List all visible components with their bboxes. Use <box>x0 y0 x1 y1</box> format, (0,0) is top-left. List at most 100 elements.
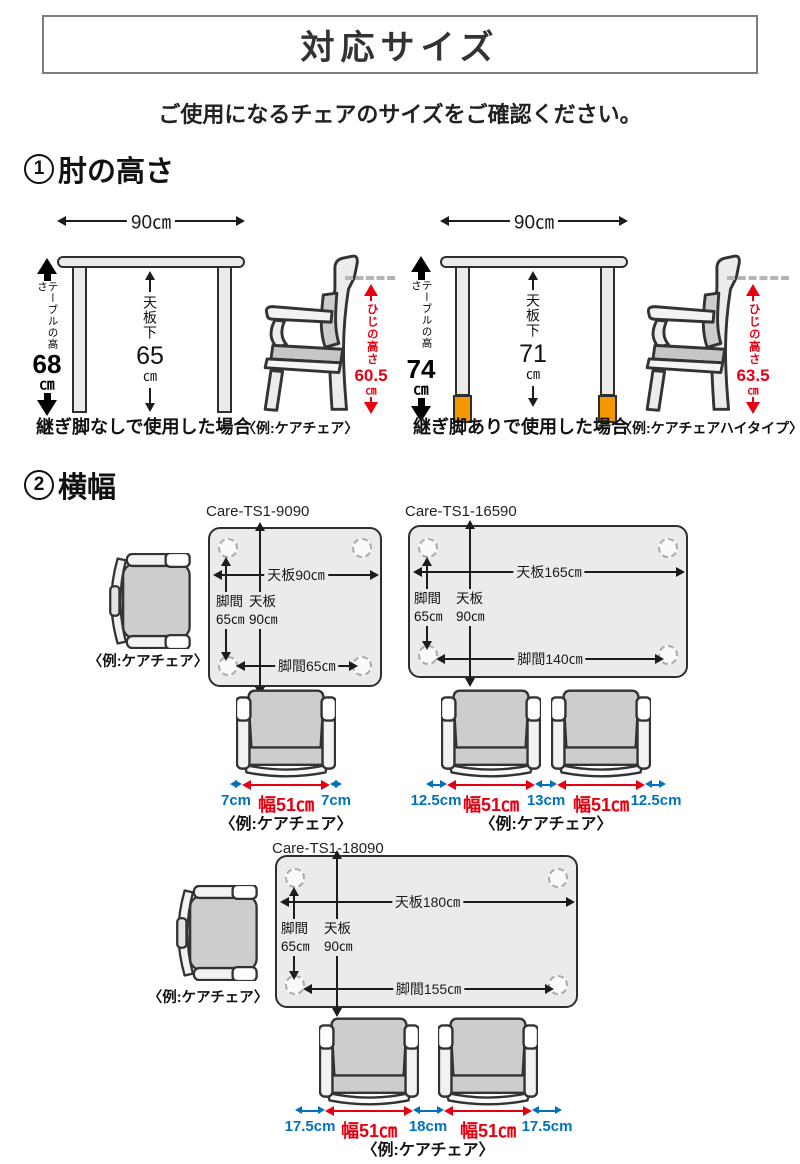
table-height-unit: ㎝ <box>413 380 429 398</box>
chair-width-arrow <box>447 779 535 791</box>
section2-number-badge: 2 <box>24 470 54 500</box>
leg-span-side-label: 脚間 65㎝ <box>279 919 312 957</box>
gap-arrow <box>295 1105 325 1117</box>
table-width-label: 90㎝ <box>126 207 176 235</box>
up-arrow-icon <box>364 284 378 296</box>
leg-span-side-label: 脚間 65㎝ <box>214 592 247 630</box>
gap-measure-label: 12.5cm <box>410 792 462 809</box>
depth-side-label: 天板 90㎝ <box>322 919 355 957</box>
label-line: 65㎝ <box>281 938 310 954</box>
depth-side-label: 天板 90㎝ <box>454 589 487 627</box>
chair-top-illustration <box>109 553 191 649</box>
chair-side-illustration <box>263 254 359 412</box>
model-label: Care-TS1-16590 <box>405 503 517 520</box>
arrow-line <box>751 397 755 402</box>
table-leg <box>217 266 232 413</box>
armrest-level-dashed-line <box>727 276 789 280</box>
elbow-height-value: 60.5 <box>354 366 388 386</box>
elbow-height-value: 63.5 <box>736 366 770 386</box>
label-line: 脚間 <box>216 594 243 609</box>
up-arrow-icon <box>746 284 760 296</box>
section1-title: 肘の高さ <box>58 156 175 188</box>
label-line: 天板 <box>456 591 483 606</box>
table-height-label: テーブルの高さ <box>410 279 433 349</box>
label-line: 脚間 <box>414 591 441 606</box>
arrow-line <box>537 1110 557 1112</box>
table-topview-16590: 天板165㎝ 脚間140㎝ 脚間 65㎝ 天板 90㎝ <box>408 520 688 687</box>
gap-arrow <box>330 779 342 791</box>
under-tabletop-label-group: 天板下 65 ㎝ <box>135 292 165 388</box>
leg-position-circle <box>352 538 372 558</box>
gap-arrow <box>230 779 242 791</box>
arrow-stem <box>417 272 425 280</box>
table-topview-9090: 天板90㎝ 脚間65㎝ 脚間 65㎝ 天板 90㎝ <box>208 522 382 696</box>
table-width-arrow: 90㎝ <box>57 207 245 235</box>
leg-span-label: 脚間155㎝ <box>392 979 465 999</box>
leg-position-circle <box>658 538 678 558</box>
tabletop-width-arrow: 天板180㎝ <box>280 892 575 912</box>
label-line: 65㎝ <box>414 608 443 624</box>
example-caption: 〈例:ケアチェア〉 <box>242 420 359 436</box>
arrow-line <box>562 784 640 786</box>
down-arrow-icon <box>364 402 378 414</box>
page-title: 対応サイズ <box>300 29 500 67</box>
chair-top-illustration <box>176 885 258 981</box>
gap-arrow <box>426 779 447 791</box>
under-tabletop-label: 天板下 <box>142 295 158 340</box>
gap-arrow <box>535 779 557 791</box>
arrow-line <box>452 784 530 786</box>
arrow-stem <box>43 393 51 400</box>
under-tabletop-unit: ㎝ <box>526 366 540 383</box>
section1-heading: 1 肘の高さ <box>24 148 174 190</box>
down-arrow-icon <box>411 405 431 422</box>
table-topview-18090: 天板180㎝ 脚間155㎝ 脚間 65㎝ 天板 90㎝ <box>275 850 578 1017</box>
table-height-indicator: テーブルの高さ 74 ㎝ <box>404 256 438 422</box>
table-height-value: 74 <box>406 353 436 384</box>
example-caption: 〈例:ケアチェアハイタイプ〉 <box>618 420 800 436</box>
label-line: 天板 <box>324 921 351 936</box>
up-arrow-icon <box>411 256 431 272</box>
chair-width-label: 幅51㎝ <box>257 795 315 815</box>
leg-span-bottom-arrow: 脚間155㎝ <box>303 979 554 999</box>
armrest-level-dashed-line <box>345 276 395 280</box>
table-leg <box>600 266 615 396</box>
chair-width-label: 幅51㎝ <box>462 795 520 815</box>
example-caption: 〈例:ケアチェア〉 <box>361 1142 495 1159</box>
gap-measure-label: 17.5cm <box>284 1118 336 1135</box>
tabletop-side-view <box>57 256 245 268</box>
down-arrow-icon <box>746 402 760 414</box>
example-caption: 〈例:ケアチェア〉 <box>147 990 269 1006</box>
tabletop-side-view <box>440 256 628 268</box>
label-line: 90㎝ <box>324 938 353 954</box>
leg-span-label: 脚間140㎝ <box>514 649 586 669</box>
label-line: 65㎝ <box>216 611 245 627</box>
arrow-stem <box>43 274 51 281</box>
arrow-line <box>369 296 373 301</box>
gap-arrow <box>532 1105 562 1117</box>
example-caption: 〈例:ケアチェア〉 <box>87 654 209 670</box>
tabletop-width-label: 天板165㎝ <box>513 562 585 582</box>
arrow-line <box>335 784 337 786</box>
diagram-caption: 継ぎ脚ありで使用した場合 <box>413 417 629 437</box>
under-tabletop-label: 天板下 <box>525 293 541 338</box>
table-leg <box>72 266 87 413</box>
arrow-line <box>449 1110 527 1112</box>
gap-measure-label: 18cm <box>408 1118 448 1135</box>
table-width-arrow: 90㎝ <box>440 207 628 235</box>
gap-measure-label: 7cm <box>220 792 252 809</box>
chair-width-arrow <box>325 1105 413 1117</box>
elbow-height-unit: ㎝ <box>365 385 377 398</box>
table-height-label: テーブルの高さ <box>36 280 59 350</box>
chair-front-illustration <box>441 689 541 778</box>
table-height-unit: ㎝ <box>39 375 55 393</box>
table-width-label: 90㎝ <box>509 207 559 235</box>
under-tabletop-value: 71 <box>519 340 547 368</box>
arrow-line <box>235 784 237 786</box>
tabletop-width-label: 天板180㎝ <box>391 892 464 912</box>
leg-position-circle <box>418 538 438 558</box>
under-tabletop-label-group: 天板下 71 ㎝ <box>518 290 548 386</box>
elbow-height-label: ひじの高さ <box>365 302 378 366</box>
depth-side-label: 天板 90㎝ <box>247 592 280 630</box>
leg-span-bottom-arrow: 脚間65㎝ <box>236 656 358 676</box>
